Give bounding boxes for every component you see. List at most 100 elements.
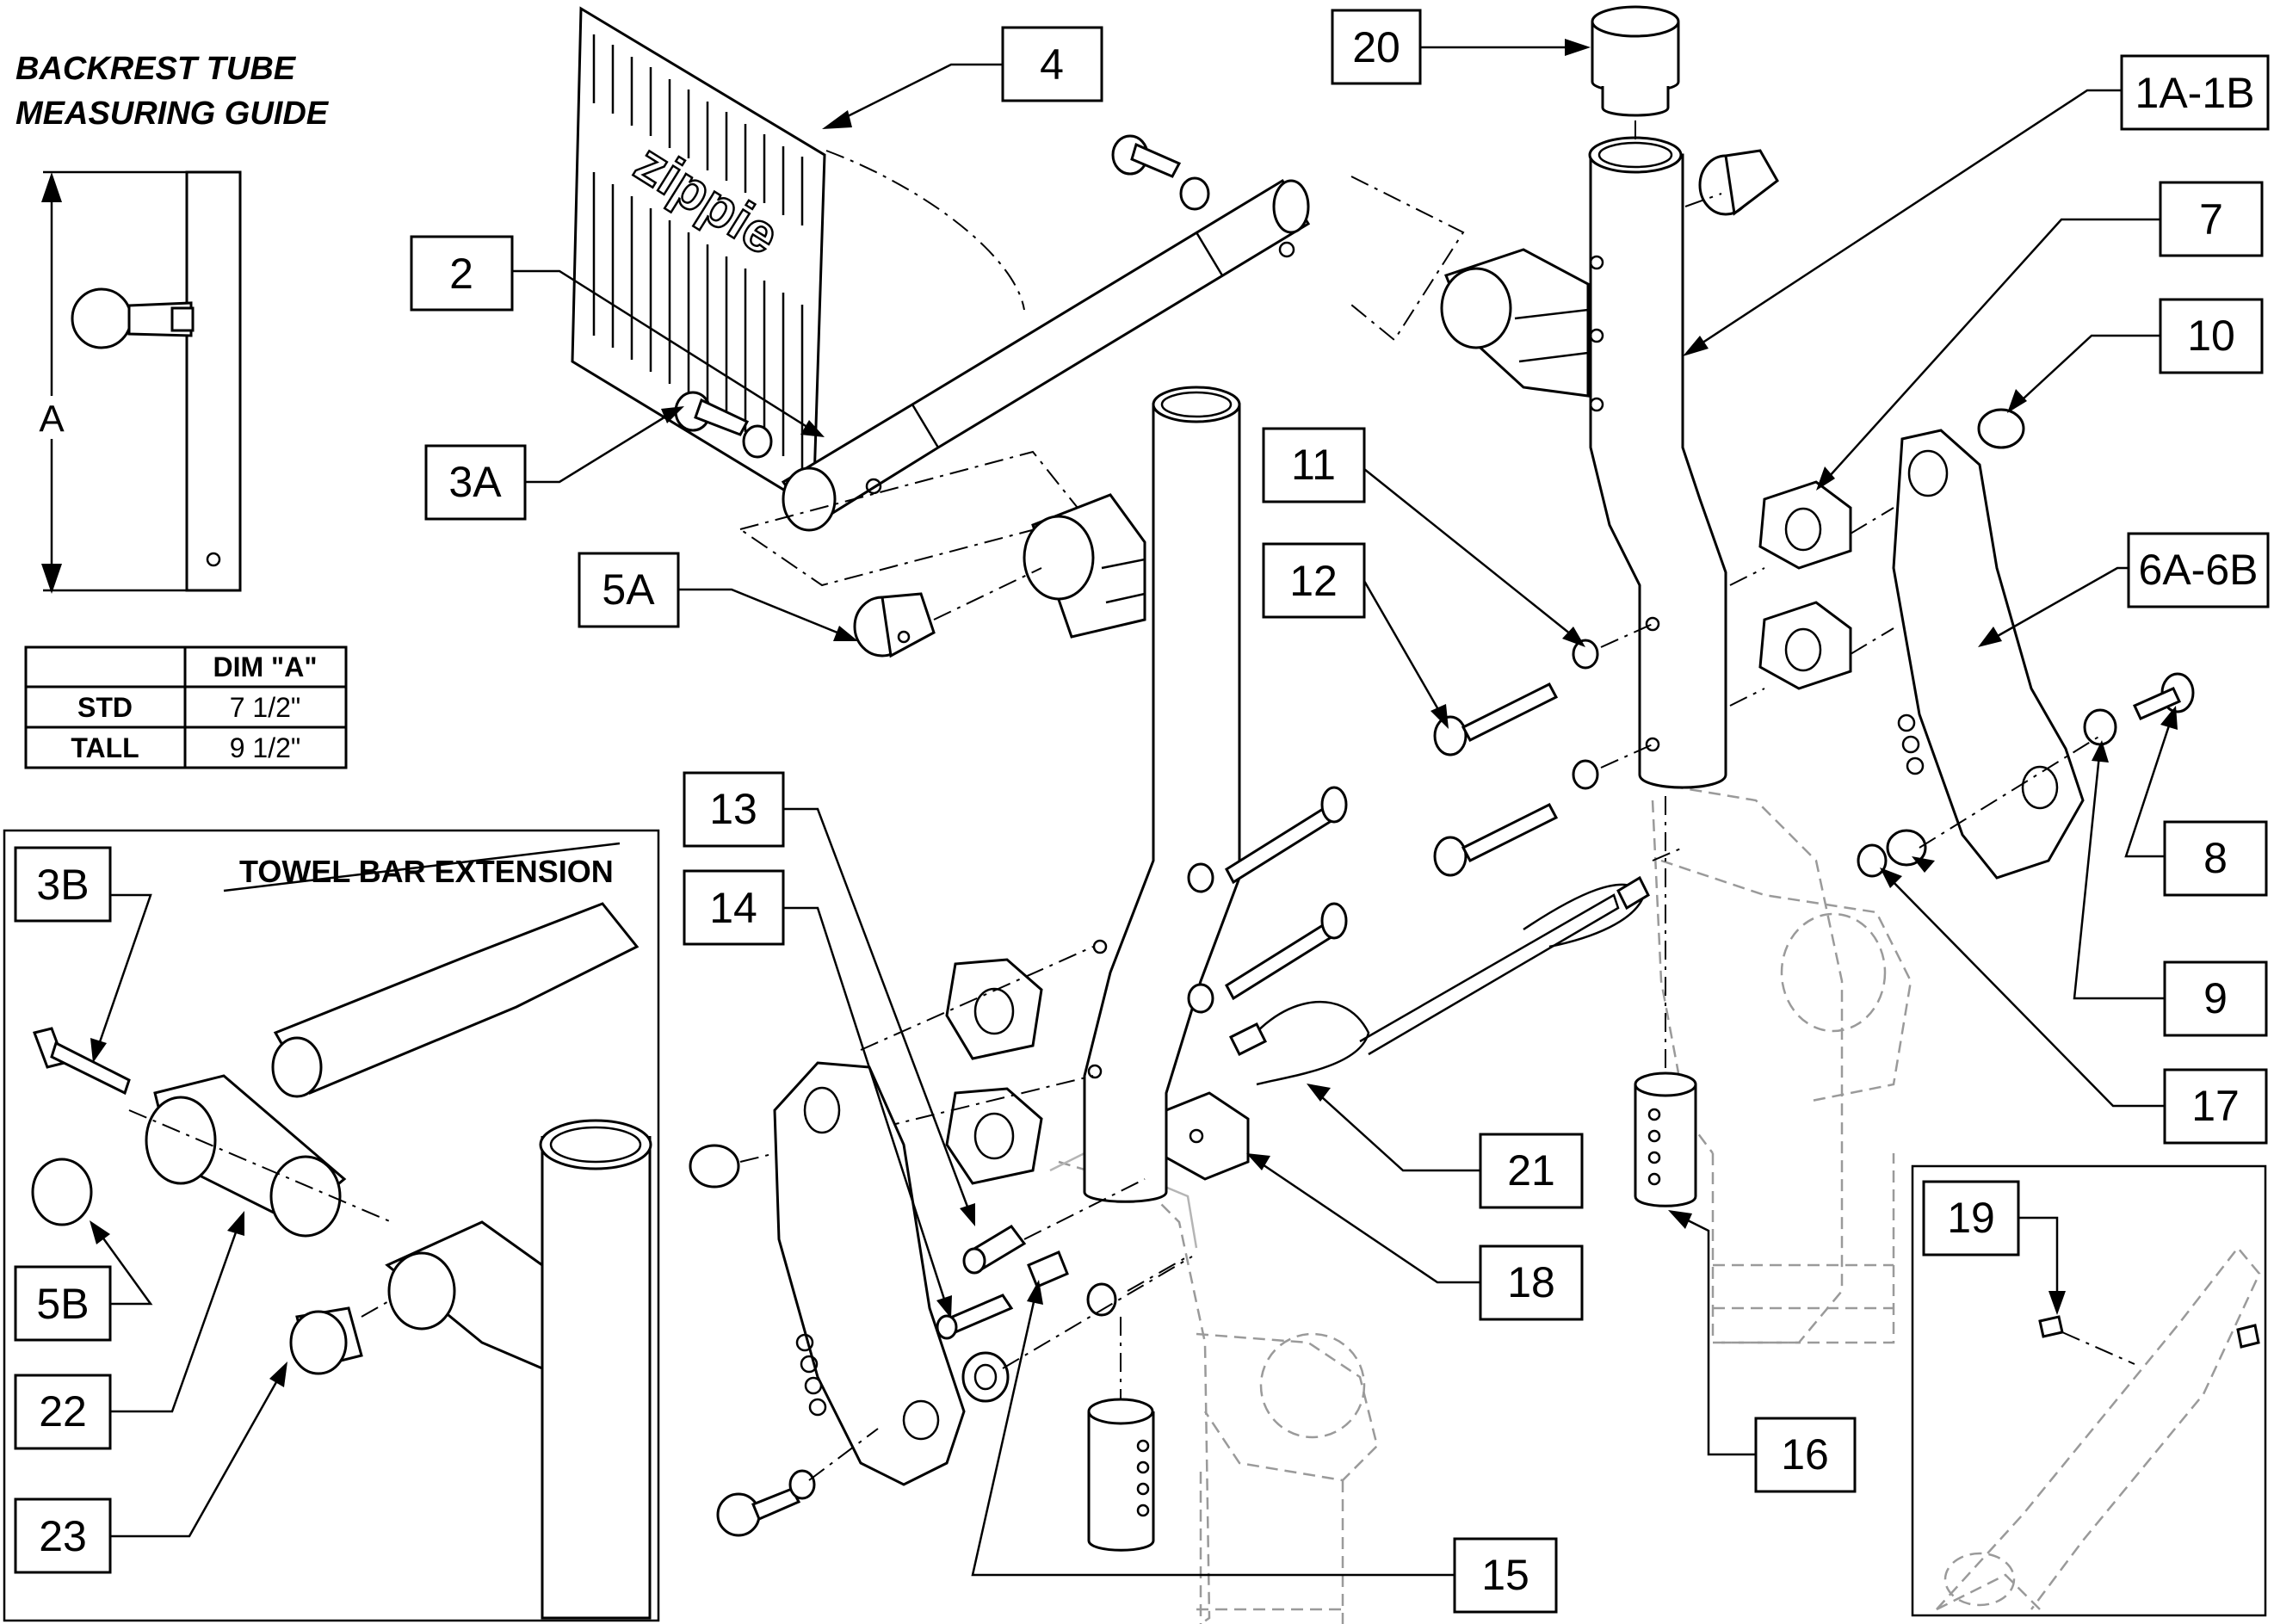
part-4-back-plate: zippie xyxy=(571,6,826,510)
svg-text:14: 14 xyxy=(709,884,757,932)
part-12-screw xyxy=(1433,682,1559,877)
table-row-tall-value: 9 1/2" xyxy=(230,732,301,763)
left-sleeve xyxy=(1087,1398,1155,1552)
svg-text:3A: 3A xyxy=(448,458,502,506)
svg-text:15: 15 xyxy=(1481,1551,1529,1599)
measuring-guide: BACKREST TUBE MEASURING GUIDE A DIM "A" … xyxy=(15,51,348,769)
part-14-pin xyxy=(936,1294,1014,1340)
part-10-bushing xyxy=(1977,408,2025,449)
callout-22: 22 xyxy=(14,1374,112,1450)
callout-5a: 5A xyxy=(578,552,680,628)
guide-title-line1: BACKREST TUBE xyxy=(15,51,297,87)
left-washer xyxy=(1086,1282,1117,1317)
inset-towel-bar xyxy=(273,902,640,1095)
right-backrest-tube xyxy=(1588,136,1727,789)
towel-bar-extension-inset: TOWEL BAR EXTENSION xyxy=(3,829,660,1622)
svg-text:6A-6B: 6A-6B xyxy=(2139,546,2259,594)
callout-17: 17 xyxy=(2163,1068,2268,1145)
part-15-setscrew xyxy=(1027,1250,1069,1288)
svg-text:18: 18 xyxy=(1507,1258,1555,1306)
callout-15: 15 xyxy=(1453,1537,1558,1614)
callout-16: 16 xyxy=(1754,1417,1857,1493)
callout-8: 8 xyxy=(2163,820,2268,897)
leader-lines xyxy=(90,39,2178,1577)
dimension-letter: A xyxy=(39,398,65,441)
callout-2: 2 xyxy=(410,235,514,312)
towel-bar-screw-top xyxy=(1111,134,1210,211)
detail-pin-b xyxy=(2236,1324,2260,1349)
part-9-washers xyxy=(1886,708,2117,867)
svg-text:19: 19 xyxy=(1947,1194,1995,1242)
svg-text:5B: 5B xyxy=(36,1280,89,1328)
svg-text:8: 8 xyxy=(2203,834,2228,882)
svg-text:23: 23 xyxy=(39,1512,87,1560)
inset-tube xyxy=(541,1136,652,1620)
ghosted-frame-base-right xyxy=(1651,781,1913,1344)
table-row-tall-label: TALL xyxy=(71,732,139,763)
svg-text:13: 13 xyxy=(709,785,757,833)
guide-tube xyxy=(185,170,242,592)
svg-text:2: 2 xyxy=(449,250,473,298)
part-17-washer xyxy=(1857,843,1888,878)
svg-text:11: 11 xyxy=(1291,441,1336,489)
svg-text:3B: 3B xyxy=(36,861,89,909)
svg-text:5A: 5A xyxy=(602,565,655,614)
callout-7: 7 xyxy=(2159,181,2264,257)
part-16-sleeve xyxy=(1634,1071,1697,1207)
callout-6a-6b: 6A-6B xyxy=(2127,532,2270,608)
callout-20: 20 xyxy=(1331,9,1422,85)
left-backrest-tube xyxy=(1083,386,1241,1203)
callout-21: 21 xyxy=(1479,1133,1584,1209)
callout-4: 4 xyxy=(1001,26,1103,102)
svg-text:22: 22 xyxy=(39,1387,87,1436)
svg-text:16: 16 xyxy=(1781,1430,1829,1479)
left-nut xyxy=(961,1351,1010,1403)
part-21-strap xyxy=(1228,875,1650,1086)
guide-title-line2: MEASURING GUIDE xyxy=(15,96,330,132)
svg-text:10: 10 xyxy=(2187,312,2235,360)
dimension-arrow-top xyxy=(41,172,62,202)
table-header-dim: DIM "A" xyxy=(213,651,318,682)
svg-text:21: 21 xyxy=(1507,1146,1555,1195)
callout-19: 19 xyxy=(1922,1180,2020,1257)
callout-14: 14 xyxy=(683,869,785,946)
svg-text:1A-1B: 1A-1B xyxy=(2135,69,2255,117)
callout-3a: 3A xyxy=(424,444,527,521)
part-8-screw xyxy=(2132,672,2195,720)
callout-10: 10 xyxy=(2159,298,2264,374)
svg-text:7: 7 xyxy=(2199,195,2223,244)
part-3a-screw xyxy=(674,391,773,459)
table-row-std-value: 7 1/2" xyxy=(230,692,301,723)
callout-9: 9 xyxy=(2163,960,2268,1037)
right-tube-plug xyxy=(1698,149,1779,216)
dimension-arrow-bottom xyxy=(41,564,62,594)
part-13-pin xyxy=(962,1225,1027,1275)
callout-23: 23 xyxy=(14,1497,112,1574)
callout-13: 13 xyxy=(683,771,785,848)
svg-text:17: 17 xyxy=(2191,1082,2240,1130)
inset-plug-5b xyxy=(31,1158,93,1226)
callout-12: 12 xyxy=(1262,542,1366,619)
part-7-spacers xyxy=(1758,480,1852,690)
inset-title: TOWEL BAR EXTENSION xyxy=(239,854,614,889)
part-2-towel-bar xyxy=(781,178,1311,532)
callout-5b: 5B xyxy=(14,1265,112,1342)
part-11-washer xyxy=(1572,639,1599,790)
svg-text:20: 20 xyxy=(1352,23,1400,71)
right-tube-clamp xyxy=(1440,248,1590,398)
part-18-spacer-block xyxy=(1165,1091,1250,1181)
ghosted-frame-base-left xyxy=(1049,1152,1379,1624)
inset-frame xyxy=(3,829,660,1622)
dimension-table: DIM "A" STD 7 1/2" TALL 9 1/2" xyxy=(24,645,348,769)
part-5a-plug xyxy=(853,592,936,658)
callout-1a-1b: 1A-1B xyxy=(2120,54,2270,131)
left-side-plate xyxy=(773,1061,966,1486)
detail-inset-19 xyxy=(1911,1164,2267,1617)
svg-text:9: 9 xyxy=(2203,974,2228,1022)
callout-11: 11 xyxy=(1262,427,1366,503)
svg-text:4: 4 xyxy=(1040,40,1064,89)
callout-3b: 3B xyxy=(14,846,112,923)
table-row-std-label: STD xyxy=(77,692,133,723)
detail-pin-a xyxy=(2038,1315,2064,1338)
